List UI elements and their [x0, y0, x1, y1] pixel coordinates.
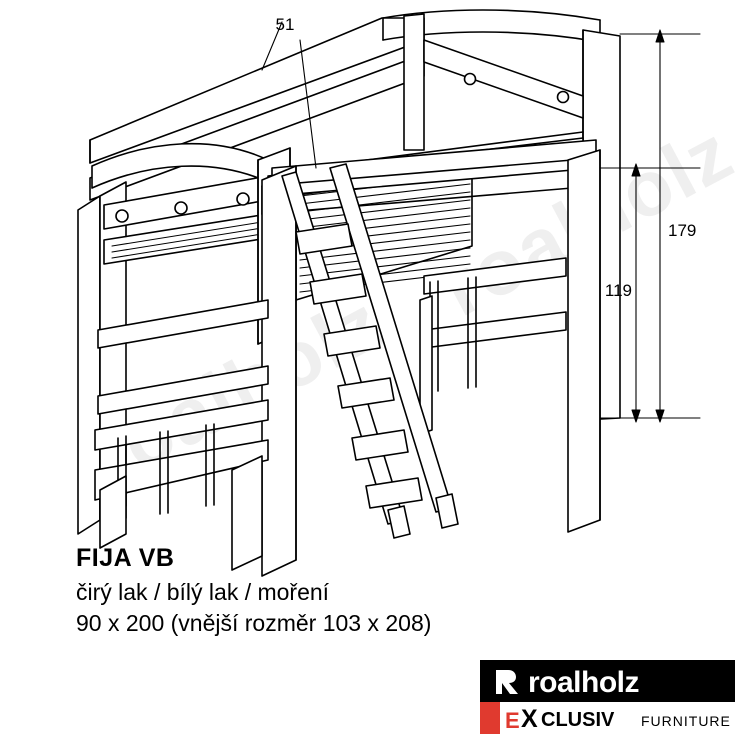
logo-mark-icon: [496, 670, 518, 694]
dimension-119: 119: [605, 281, 632, 300]
logo-exclusiv-e: E: [505, 708, 520, 733]
logo-background: [480, 660, 735, 702]
logo-accent-bar: [480, 702, 500, 734]
logo-exclusiv-x: X: [521, 705, 538, 733]
product-title: FIJA VB: [76, 544, 175, 572]
logo-exclusiv-rest: CLUSIV: [541, 709, 615, 731]
logo-furniture: FURNITURE: [641, 713, 731, 729]
logo-brand: roalholz: [528, 666, 640, 699]
product-dimensions: 90 x 200 (vnější rozměr 103 x 208): [76, 610, 432, 636]
callout-51: 51: [276, 15, 295, 34]
dimension-179: 179: [668, 221, 696, 240]
product-finishes: čirý lak / bílý lak / moření: [76, 579, 330, 605]
